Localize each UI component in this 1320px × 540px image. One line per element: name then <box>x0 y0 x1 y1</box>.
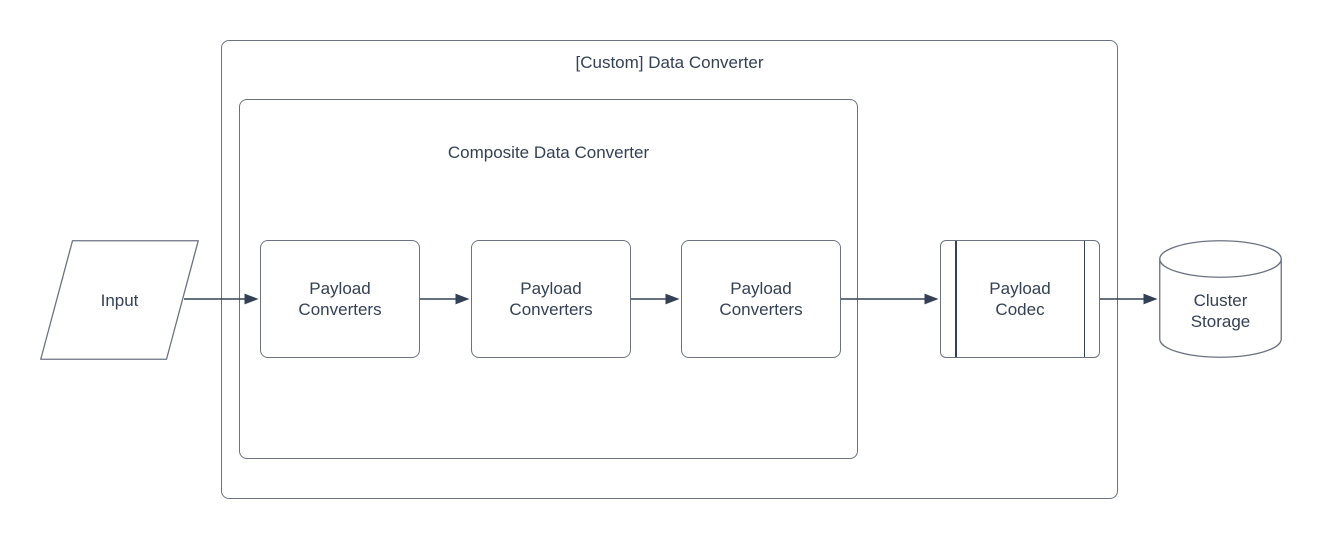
codec-left-bar <box>955 241 957 357</box>
node-payload-converters-1: Payload Converters <box>260 240 420 358</box>
container-custom-data-converter <box>221 40 1118 499</box>
node-payload-converters-3-label: Payload Converters <box>719 279 803 319</box>
codec-right-bar <box>1083 241 1085 357</box>
node-input-label: Input <box>100 290 139 310</box>
node-payload-converters-2: Payload Converters <box>471 240 631 358</box>
container-composite-data-converter-title: Composite Data Converter <box>447 143 650 162</box>
node-payload-codec: Payload Codec <box>940 240 1100 358</box>
node-input: Input <box>40 240 199 360</box>
cylinder-shape <box>1159 240 1282 358</box>
container-custom-data-converter-title: [Custom] Data Converter <box>575 53 764 72</box>
node-payload-codec-label: Payload Codec <box>989 279 1051 319</box>
node-payload-converters-3: Payload Converters <box>681 240 841 358</box>
node-payload-converters-1-label: Payload Converters <box>298 279 382 319</box>
node-cluster-storage-label: Cluster Storage <box>1190 291 1251 331</box>
node-payload-converters-2-label: Payload Converters <box>509 279 593 319</box>
node-cluster-storage: Cluster Storage <box>1159 240 1282 358</box>
parallelogram-shape <box>40 240 199 360</box>
container-composite-data-converter <box>239 99 858 459</box>
